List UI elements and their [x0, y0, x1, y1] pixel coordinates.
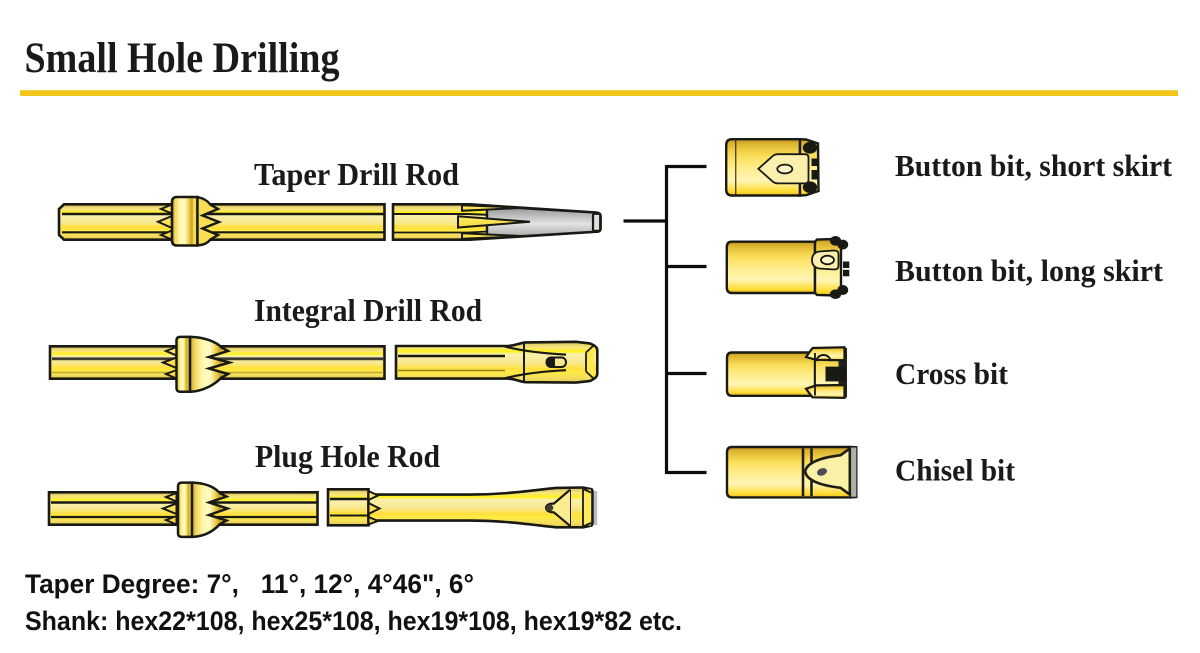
svg-text:Integral Drill Rod: Integral Drill Rod — [254, 292, 482, 328]
svg-text:Taper Degree: 7°, 11°, 12°,: Taper Degree: 7°, 11°, 12°, 4°46", 6° — [25, 569, 474, 599]
svg-text:Button bit, short skirt: Button bit, short skirt — [895, 148, 1173, 183]
svg-text:Taper Drill Rod: Taper Drill Rod — [254, 156, 459, 192]
svg-text:Plug Hole Rod: Plug Hole Rod — [255, 438, 440, 474]
svg-text:Chisel bit: Chisel bit — [895, 453, 1016, 488]
svg-text:Button bit, long skirt: Button bit, long skirt — [895, 253, 1164, 288]
svg-text:Small Hole Drilling: Small Hole Drilling — [25, 35, 340, 82]
svg-text:Cross bit: Cross bit — [895, 356, 1009, 391]
svg-text:Shank: hex22*108, hex25*108, h: Shank: hex22*108, hex25*108, hex19*108, … — [25, 606, 682, 636]
